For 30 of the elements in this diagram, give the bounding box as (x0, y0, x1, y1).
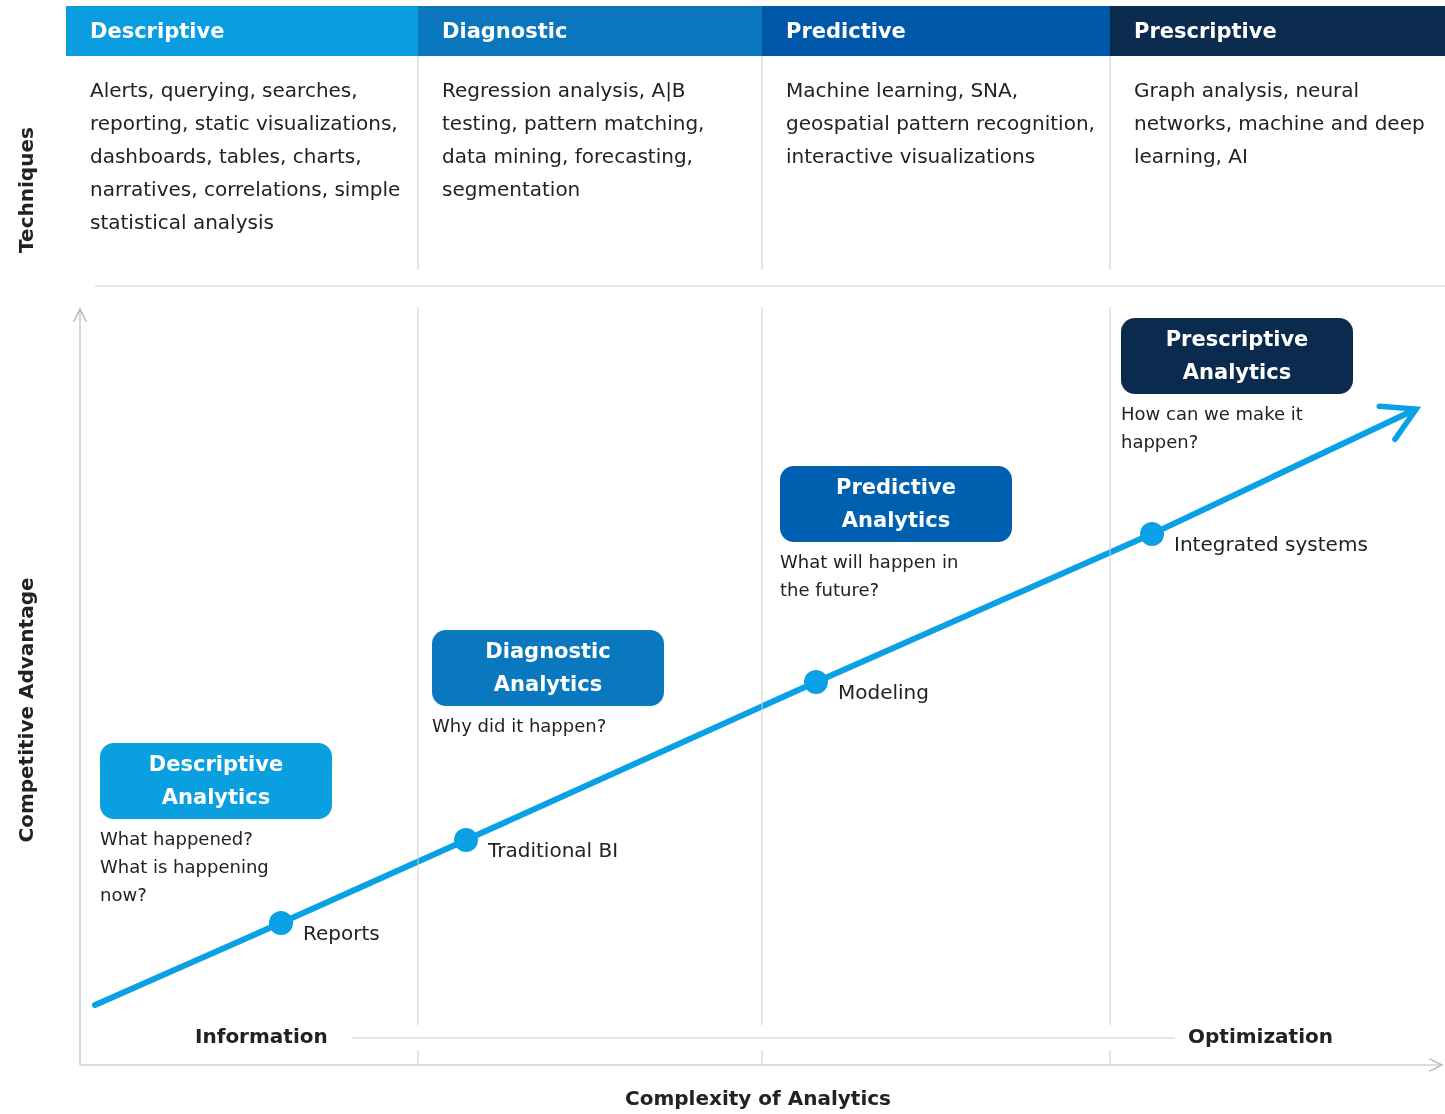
milestone-label: Integrated systems (1174, 532, 1368, 556)
rotated-axis-title: Techniques (14, 127, 38, 253)
axis-title: Complexity of Analytics (625, 1086, 891, 1110)
analytics-label-box: Predictive Analytics (780, 466, 1012, 542)
milestone-label: Traditional BI (488, 838, 619, 862)
analytics-label-box: Descriptive Analytics (100, 743, 332, 819)
question-text: What happened? What is happening now? (100, 827, 270, 907)
milestone-dot (1140, 522, 1164, 546)
scale-label: Optimization (1188, 1024, 1333, 1048)
question-text: How can we make it happen? (1121, 402, 1304, 454)
question-text: What will happen in the future? (780, 550, 960, 602)
axis-title: Competitive Advantage (14, 577, 38, 843)
trend-arrow (1159, 403, 1419, 532)
technique-text: Regression analysis, A|B testing, pattern matching, data mining, forecasting, segmentation (442, 77, 706, 203)
technique-text: Alerts, querying, searches, reporting, static visualizations, dashboards, tables, charts, narratives, correlations, simple statistical analysis (90, 77, 402, 236)
milestone-dot (804, 670, 828, 694)
analytics-label-box: Diagnostic Analytics (432, 630, 664, 706)
column-header: Descriptive (66, 6, 418, 56)
scale-label: Information (195, 1024, 328, 1048)
milestone-label: Reports (303, 921, 380, 945)
technique-text: Machine learning, SNA, geospatial pattern recognition, interactive visualizations (786, 77, 1096, 170)
milestone-dot (454, 828, 478, 852)
analytics-label-box: Prescriptive Analytics (1121, 318, 1353, 394)
milestone-label: Modeling (838, 680, 929, 704)
milestone-dot (269, 911, 293, 935)
technique-text: Graph analysis, neural networks, machine and deep learning, AI (1134, 77, 1426, 170)
column-header: Diagnostic (418, 6, 762, 56)
column-header: Predictive (762, 6, 1110, 56)
question-text: Why did it happen? (432, 714, 608, 738)
column-header: Prescriptive (1110, 6, 1445, 56)
